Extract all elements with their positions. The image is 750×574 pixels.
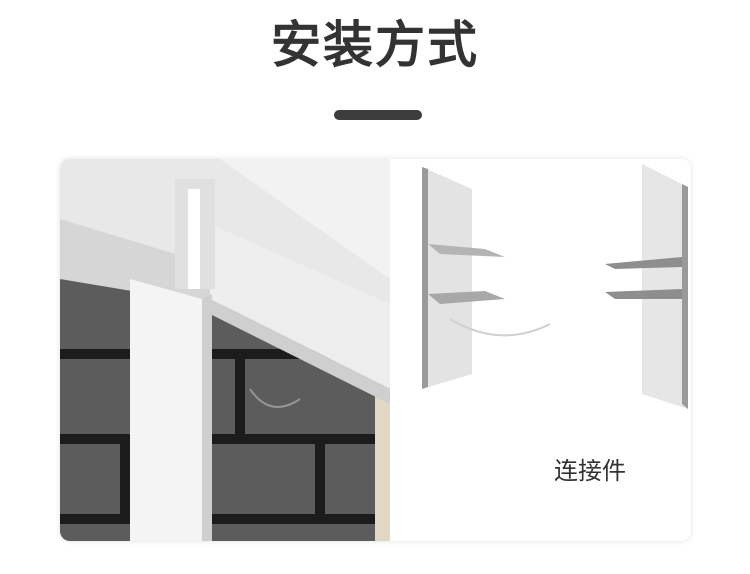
connector-illustration (410, 159, 691, 541)
title-underline (334, 110, 422, 120)
connector-caption: 连接件 (554, 457, 626, 485)
illustration-card: 连接件 (60, 159, 691, 541)
page-title: 安装方式 (271, 16, 479, 74)
wall-panel-illustration (60, 159, 390, 541)
